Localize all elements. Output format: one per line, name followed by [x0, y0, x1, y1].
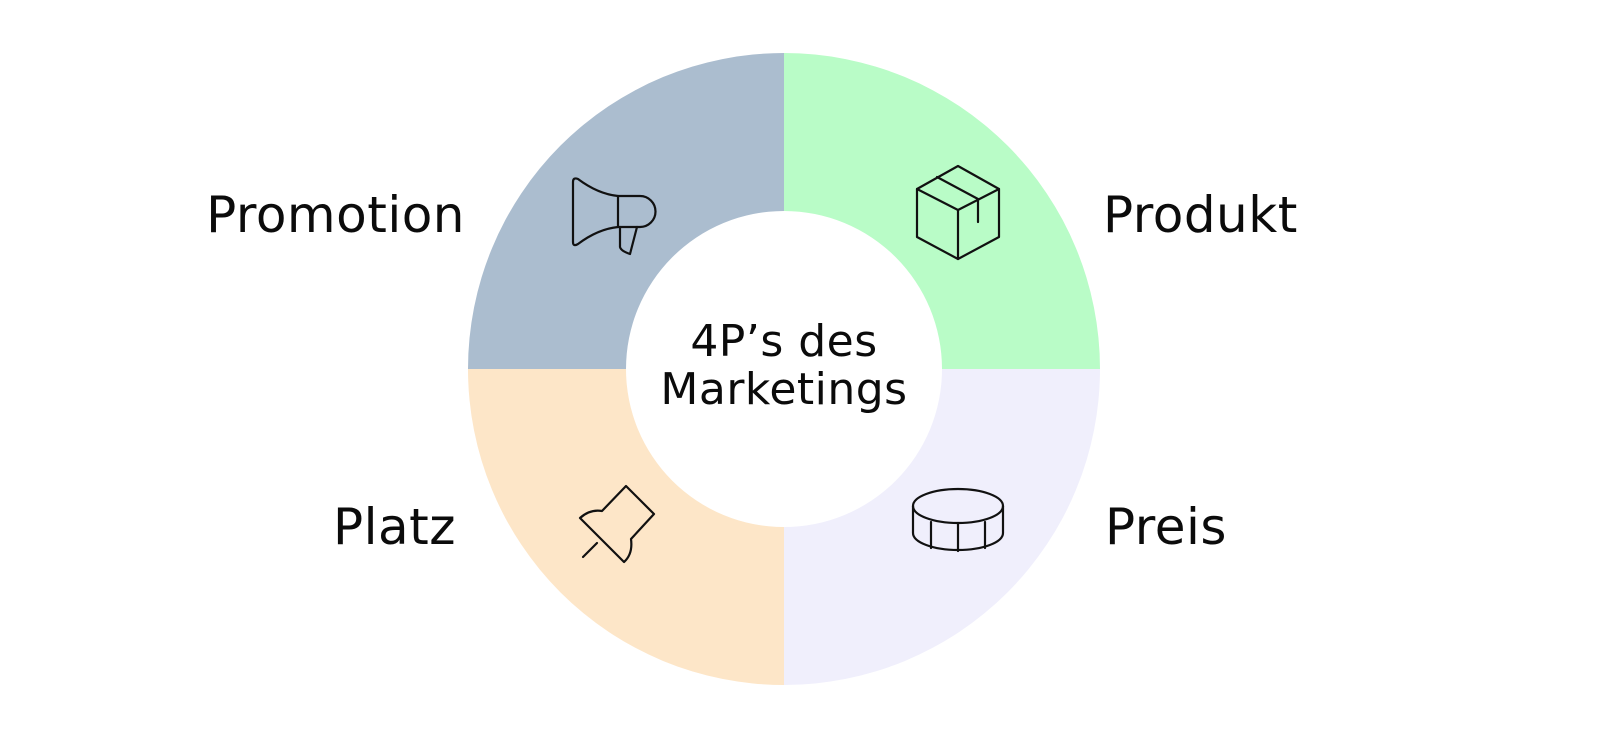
- coin-icon: [911, 487, 1005, 553]
- box-icon: [915, 164, 1001, 261]
- preis-label: Preis: [1105, 498, 1227, 556]
- produkt-segment: [784, 53, 1100, 369]
- promotion-label: Promotion: [206, 186, 465, 244]
- pushpin-icon: [578, 484, 656, 564]
- center-title: 4P’s des Marketings: [634, 318, 934, 414]
- preis-segment: [784, 369, 1100, 685]
- center-title-line2: Marketings: [660, 364, 908, 415]
- produkt-label: Produkt: [1103, 186, 1298, 244]
- megaphone-icon: [571, 177, 657, 256]
- platz-segment: [468, 369, 784, 685]
- promotion-segment: [468, 53, 784, 369]
- platz-label: Platz: [332, 498, 456, 556]
- center-title-line1: 4P’s des: [690, 316, 878, 367]
